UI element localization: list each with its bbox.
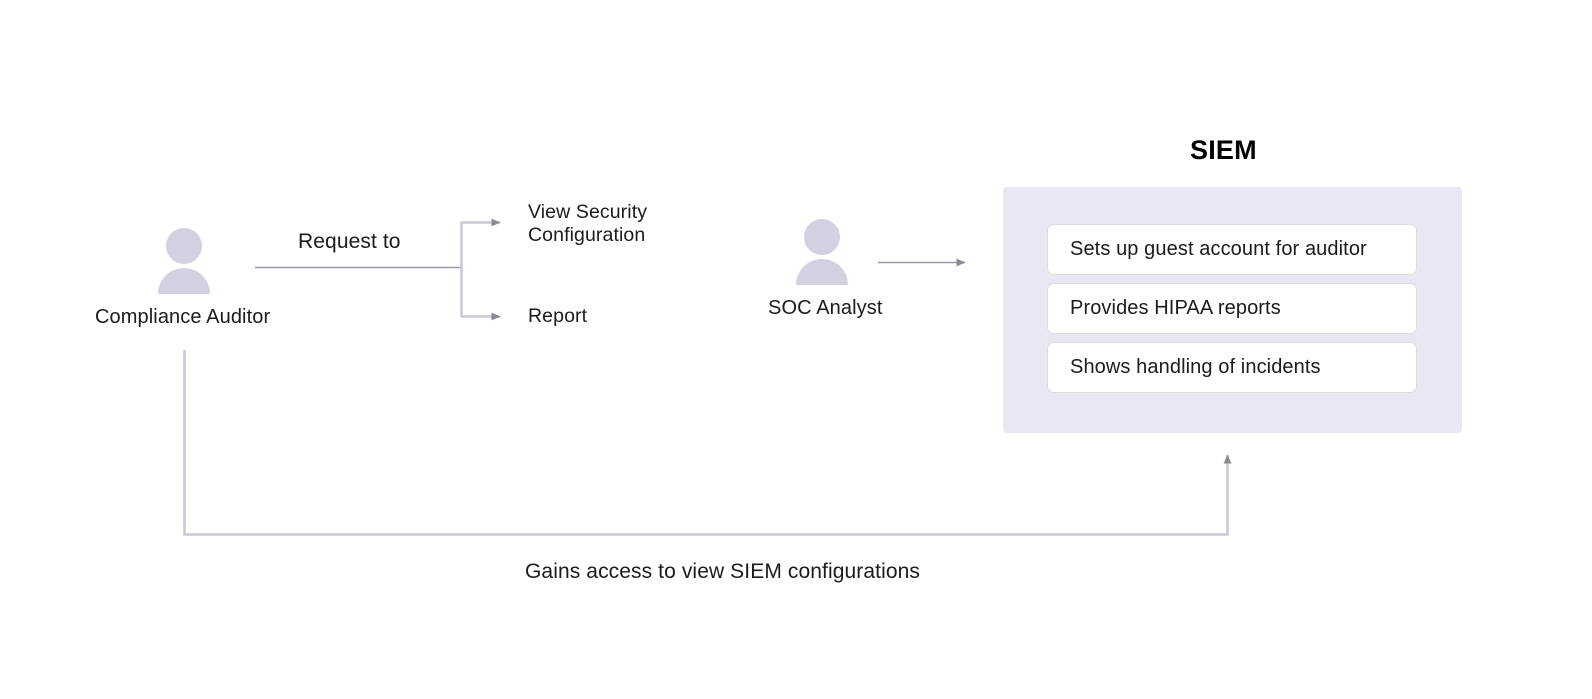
- siem-card-incident-handling[interactable]: Shows handling of incidents: [1047, 342, 1417, 393]
- siem-card-label: Shows handling of incidents: [1070, 356, 1321, 378]
- siem-card-label: Sets up guest account for auditor: [1070, 238, 1367, 260]
- person-icon-head: [804, 219, 840, 255]
- avatar-compliance-auditor: [158, 228, 210, 294]
- siem-card-hipaa-reports[interactable]: Provides HIPAA reports: [1047, 283, 1417, 334]
- edge-label-request-to: Request to: [298, 230, 401, 253]
- siem-group-title: SIEM: [1190, 135, 1257, 165]
- actor-label-compliance-auditor: Compliance Auditor: [95, 306, 271, 328]
- siem-card-label: Provides HIPAA reports: [1070, 297, 1281, 319]
- branch-label-report: Report: [528, 305, 588, 327]
- person-icon-body: [796, 259, 848, 285]
- actor-label-soc-analyst: SOC Analyst: [768, 297, 883, 319]
- siem-card-guest-account[interactable]: Sets up guest account for auditor: [1047, 224, 1417, 275]
- edge-branch-split: [460, 218, 501, 321]
- branch-label-view-security-configuration: View Security Configuration: [528, 201, 648, 246]
- siem-panel: Sets up guest account for auditor Provid…: [1003, 187, 1462, 433]
- avatar-soc-analyst: [796, 219, 848, 285]
- edge-label-gains-access: Gains access to view SIEM configurations: [525, 560, 921, 583]
- person-icon-head: [166, 228, 202, 264]
- person-icon-body: [158, 268, 210, 294]
